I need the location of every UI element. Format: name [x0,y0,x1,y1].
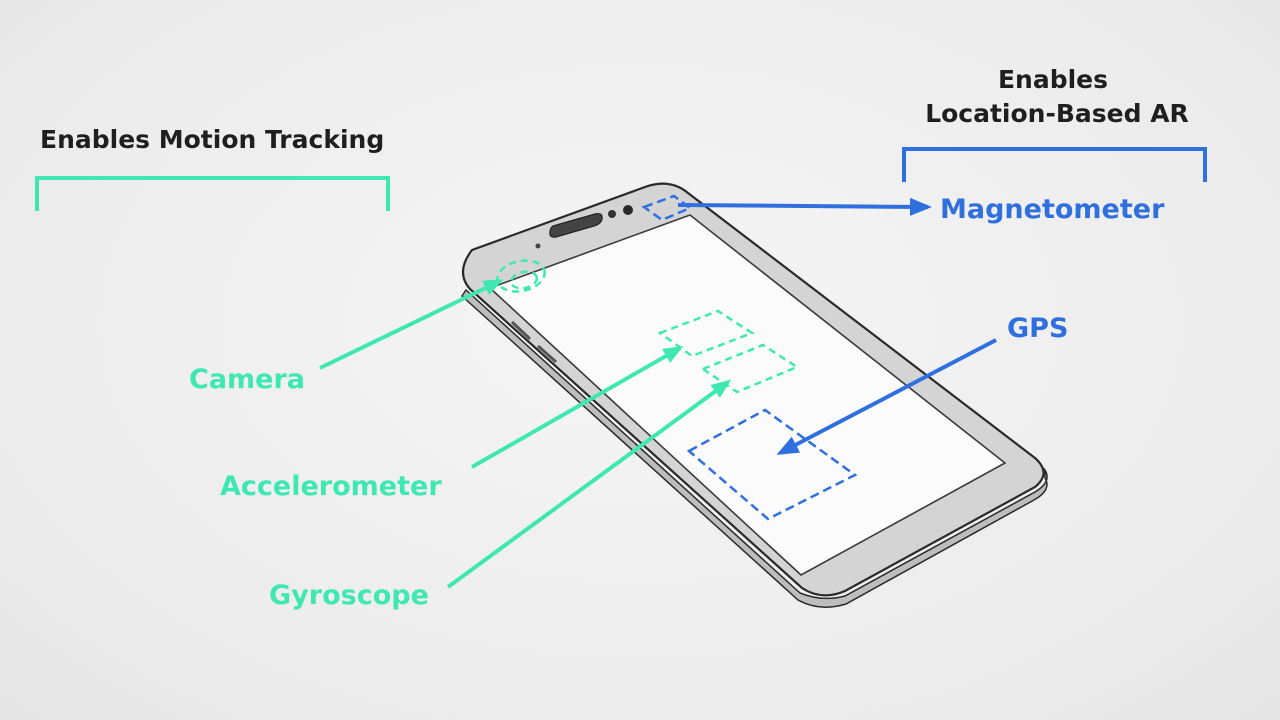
camera-marker-ring [509,270,539,290]
gyroscope-arrow [446,379,732,589]
gps-label: GPS [1007,313,1068,344]
location-sensor-markers [641,194,858,521]
magnetometer-marker [641,194,693,222]
front-sensor-dot [608,210,616,218]
gps-marker [686,408,858,521]
camera-label: Camera [189,364,305,395]
gyroscope-label: Gyroscope [269,580,429,611]
phone-screen [488,214,1007,576]
accelerometer-label: Accelerometer [220,471,442,502]
smartphone-illustration [461,182,1048,608]
accelerometer-marker [657,309,755,358]
motion-tracking-heading: Enables Motion Tracking [40,125,384,154]
location-heading-line2: Location-Based AR [925,99,1189,128]
led-dot [535,243,541,249]
camera-arrow [319,279,504,370]
phone-side [461,288,1048,608]
magnetometer-label: Magnetometer [940,194,1165,225]
location-bracket [902,147,1207,182]
motion-bracket [35,176,390,211]
side-button [537,344,557,364]
side-button [510,320,532,341]
speaker-grille [549,212,603,238]
magnetometer-arrow [677,197,932,216]
accelerometer-arrow [471,346,684,469]
gps-arrow [776,338,997,455]
location-heading-line1: Enables [998,65,1108,94]
front-camera-lens [623,205,633,215]
